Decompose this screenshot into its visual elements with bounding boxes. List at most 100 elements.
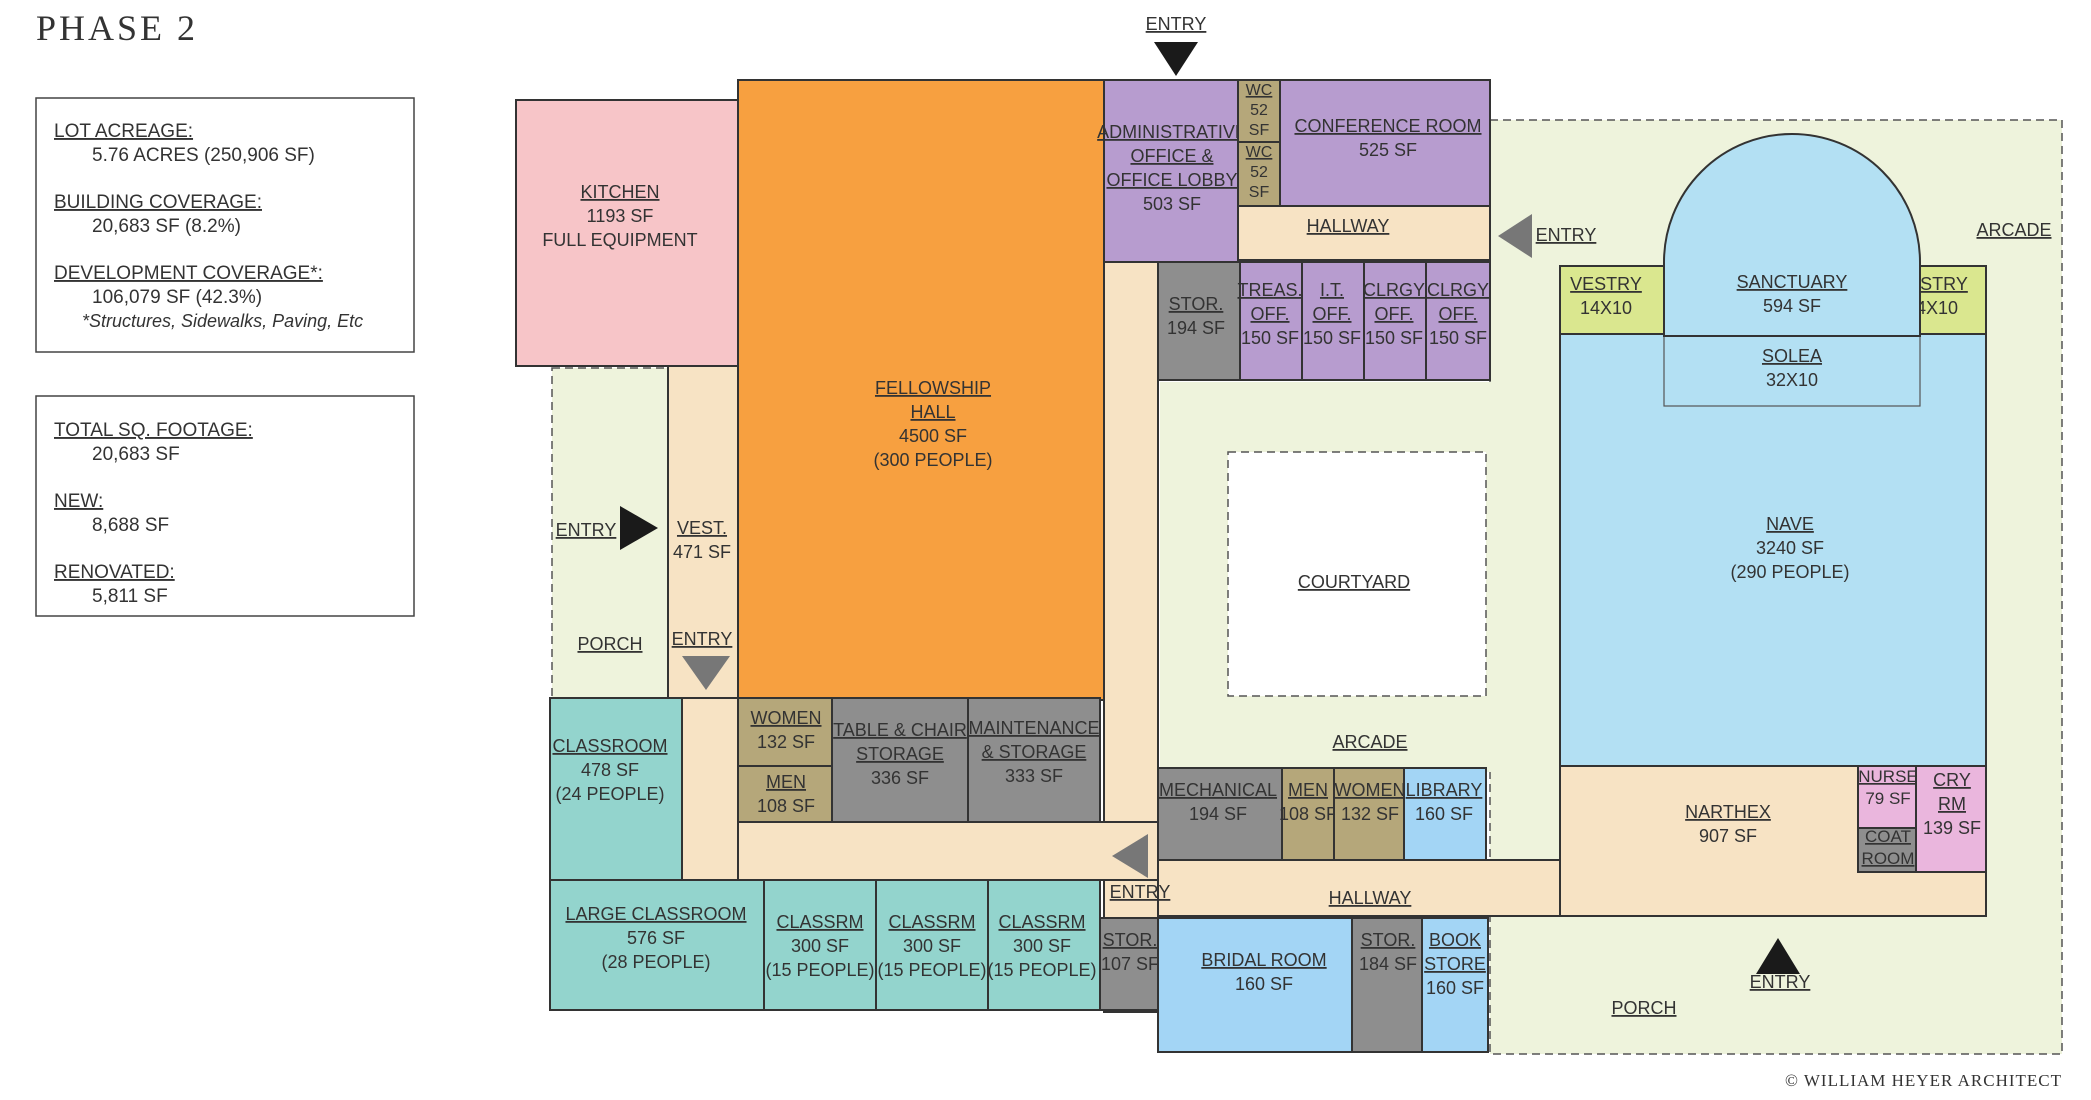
room-label-line: 594 SF: [1763, 296, 1821, 316]
entry-label-right: ENTRY: [1536, 225, 1597, 245]
room-label-line: 108 SF: [1279, 804, 1337, 824]
room-label-line: 194 SF: [1167, 318, 1225, 338]
room-stor-bottom[interactable]: STOR.107 SF: [1099, 917, 1159, 1011]
entry-arrow-top[interactable]: [1154, 42, 1198, 76]
room-label-line: CLRGY: [1363, 280, 1425, 300]
stat-label: NEW:: [54, 491, 103, 512]
room-label-line: CONFERENCE ROOM: [1294, 116, 1481, 136]
room-label-line: 184 SF: [1359, 954, 1417, 974]
room-label-line: 139 SF: [1923, 818, 1981, 838]
room-stor-top[interactable]: STOR.194 SF: [1157, 261, 1241, 381]
entry-arrow-bottom[interactable]: [1756, 938, 1800, 974]
credit-text: © WILLIAM HEYER ARCHITECT: [1785, 1071, 2062, 1090]
stat-label: RENOVATED:: [54, 562, 175, 583]
room-label-line: (24 PEOPLE): [555, 784, 664, 804]
room-label-line: COAT: [1865, 827, 1911, 846]
room-conference[interactable]: CONFERENCE ROOM 525 SF: [1279, 79, 1491, 207]
room-label-line: SOLEA: [1762, 346, 1822, 366]
room-stor-bridal[interactable]: STOR. 184 SF: [1351, 917, 1423, 1053]
room-label-line: 336 SF: [871, 768, 929, 788]
room-label-line: SANCTUARY: [1737, 272, 1848, 292]
room-label-line: OFF.: [1375, 304, 1414, 324]
room-label-line: TABLE & CHAIR: [833, 720, 967, 740]
room-hallway-top[interactable]: HALLWAY: [1237, 205, 1491, 261]
room-label-line: CLASSROOM: [552, 736, 667, 756]
room-label-line: 576 SF: [627, 928, 685, 948]
room-label-line: RM: [1938, 794, 1966, 814]
room-label-line: 3240 SF: [1756, 538, 1824, 558]
room-label-line: CLRGY: [1427, 280, 1489, 300]
room-label-line: OFFICE LOBBY: [1106, 170, 1237, 190]
room-label-line: (15 PEOPLE): [877, 960, 986, 980]
room-label-line: (300 PEOPLE): [873, 450, 992, 470]
corridor-2: [681, 697, 739, 881]
room-it[interactable]: I.T.OFF.150 SF: [1301, 261, 1365, 381]
page-title: PHASE 2: [36, 8, 198, 48]
room-label-line: 160 SF: [1426, 978, 1484, 998]
room-label-line: VEST.: [677, 518, 727, 538]
room-label-line: STOR.: [1361, 930, 1416, 950]
room-label-line: & STORAGE: [982, 742, 1087, 762]
stat-value: 5.76 ACRES (250,906 SF): [92, 145, 315, 166]
area-label-porch-left: PORCH: [577, 634, 642, 654]
room-label-line: CLASSRM: [888, 912, 975, 932]
room-sanctuary[interactable]: SANCTUARY 594 SF: [1737, 272, 1848, 316]
room-clrgy1[interactable]: CLRGY OFF. 150 SF: [1363, 261, 1427, 381]
room-label-line: NARTHEX: [1685, 802, 1771, 822]
entry-arrow-vest[interactable]: [682, 656, 730, 690]
entry-arrows: [620, 42, 1800, 974]
entry-arrow-left[interactable]: [620, 506, 658, 550]
entry-arrow-mid[interactable]: [1112, 834, 1148, 878]
room-label-line: COURTYARD: [1298, 572, 1410, 592]
room-label-line: 160 SF: [1235, 974, 1293, 994]
stat-label: LOT ACREAGE:: [54, 121, 193, 142]
stat-value: 20,683 SF (8.2%): [92, 216, 241, 237]
area-label-arcade-right: ARCADE: [1976, 220, 2051, 240]
room-label-line: 32X10: [1766, 370, 1818, 390]
entry-label-vest: ENTRY: [672, 629, 733, 649]
room-label-line: 525 SF: [1359, 140, 1417, 160]
room-label-line: 14X10: [1580, 298, 1632, 318]
room-label-line: VESTRY: [1570, 274, 1642, 294]
room-label-line: (15 PEOPLE): [987, 960, 1096, 980]
entry-label-left: ENTRY: [556, 520, 617, 540]
room-vest[interactable]: VEST.471 SF: [667, 365, 739, 699]
room-label-line: NAVE: [1766, 514, 1814, 534]
room-label-line: WOMEN: [1335, 780, 1406, 800]
room-label-line: OFF.: [1439, 304, 1478, 324]
entry-arrow-right[interactable]: [1498, 214, 1532, 258]
room-label-line: STORE: [1424, 954, 1486, 974]
room-treas[interactable]: TREAS.OFF.150 SF: [1237, 261, 1303, 381]
room-courtyard[interactable]: COURTYARD: [1227, 451, 1487, 697]
room-vestry-left[interactable]: VESTRY 14X10: [1559, 265, 1665, 335]
room-label-line: 150 SF: [1365, 328, 1423, 348]
room-label-line: 132 SF: [757, 732, 815, 752]
room-label-line: CLASSRM: [776, 912, 863, 932]
